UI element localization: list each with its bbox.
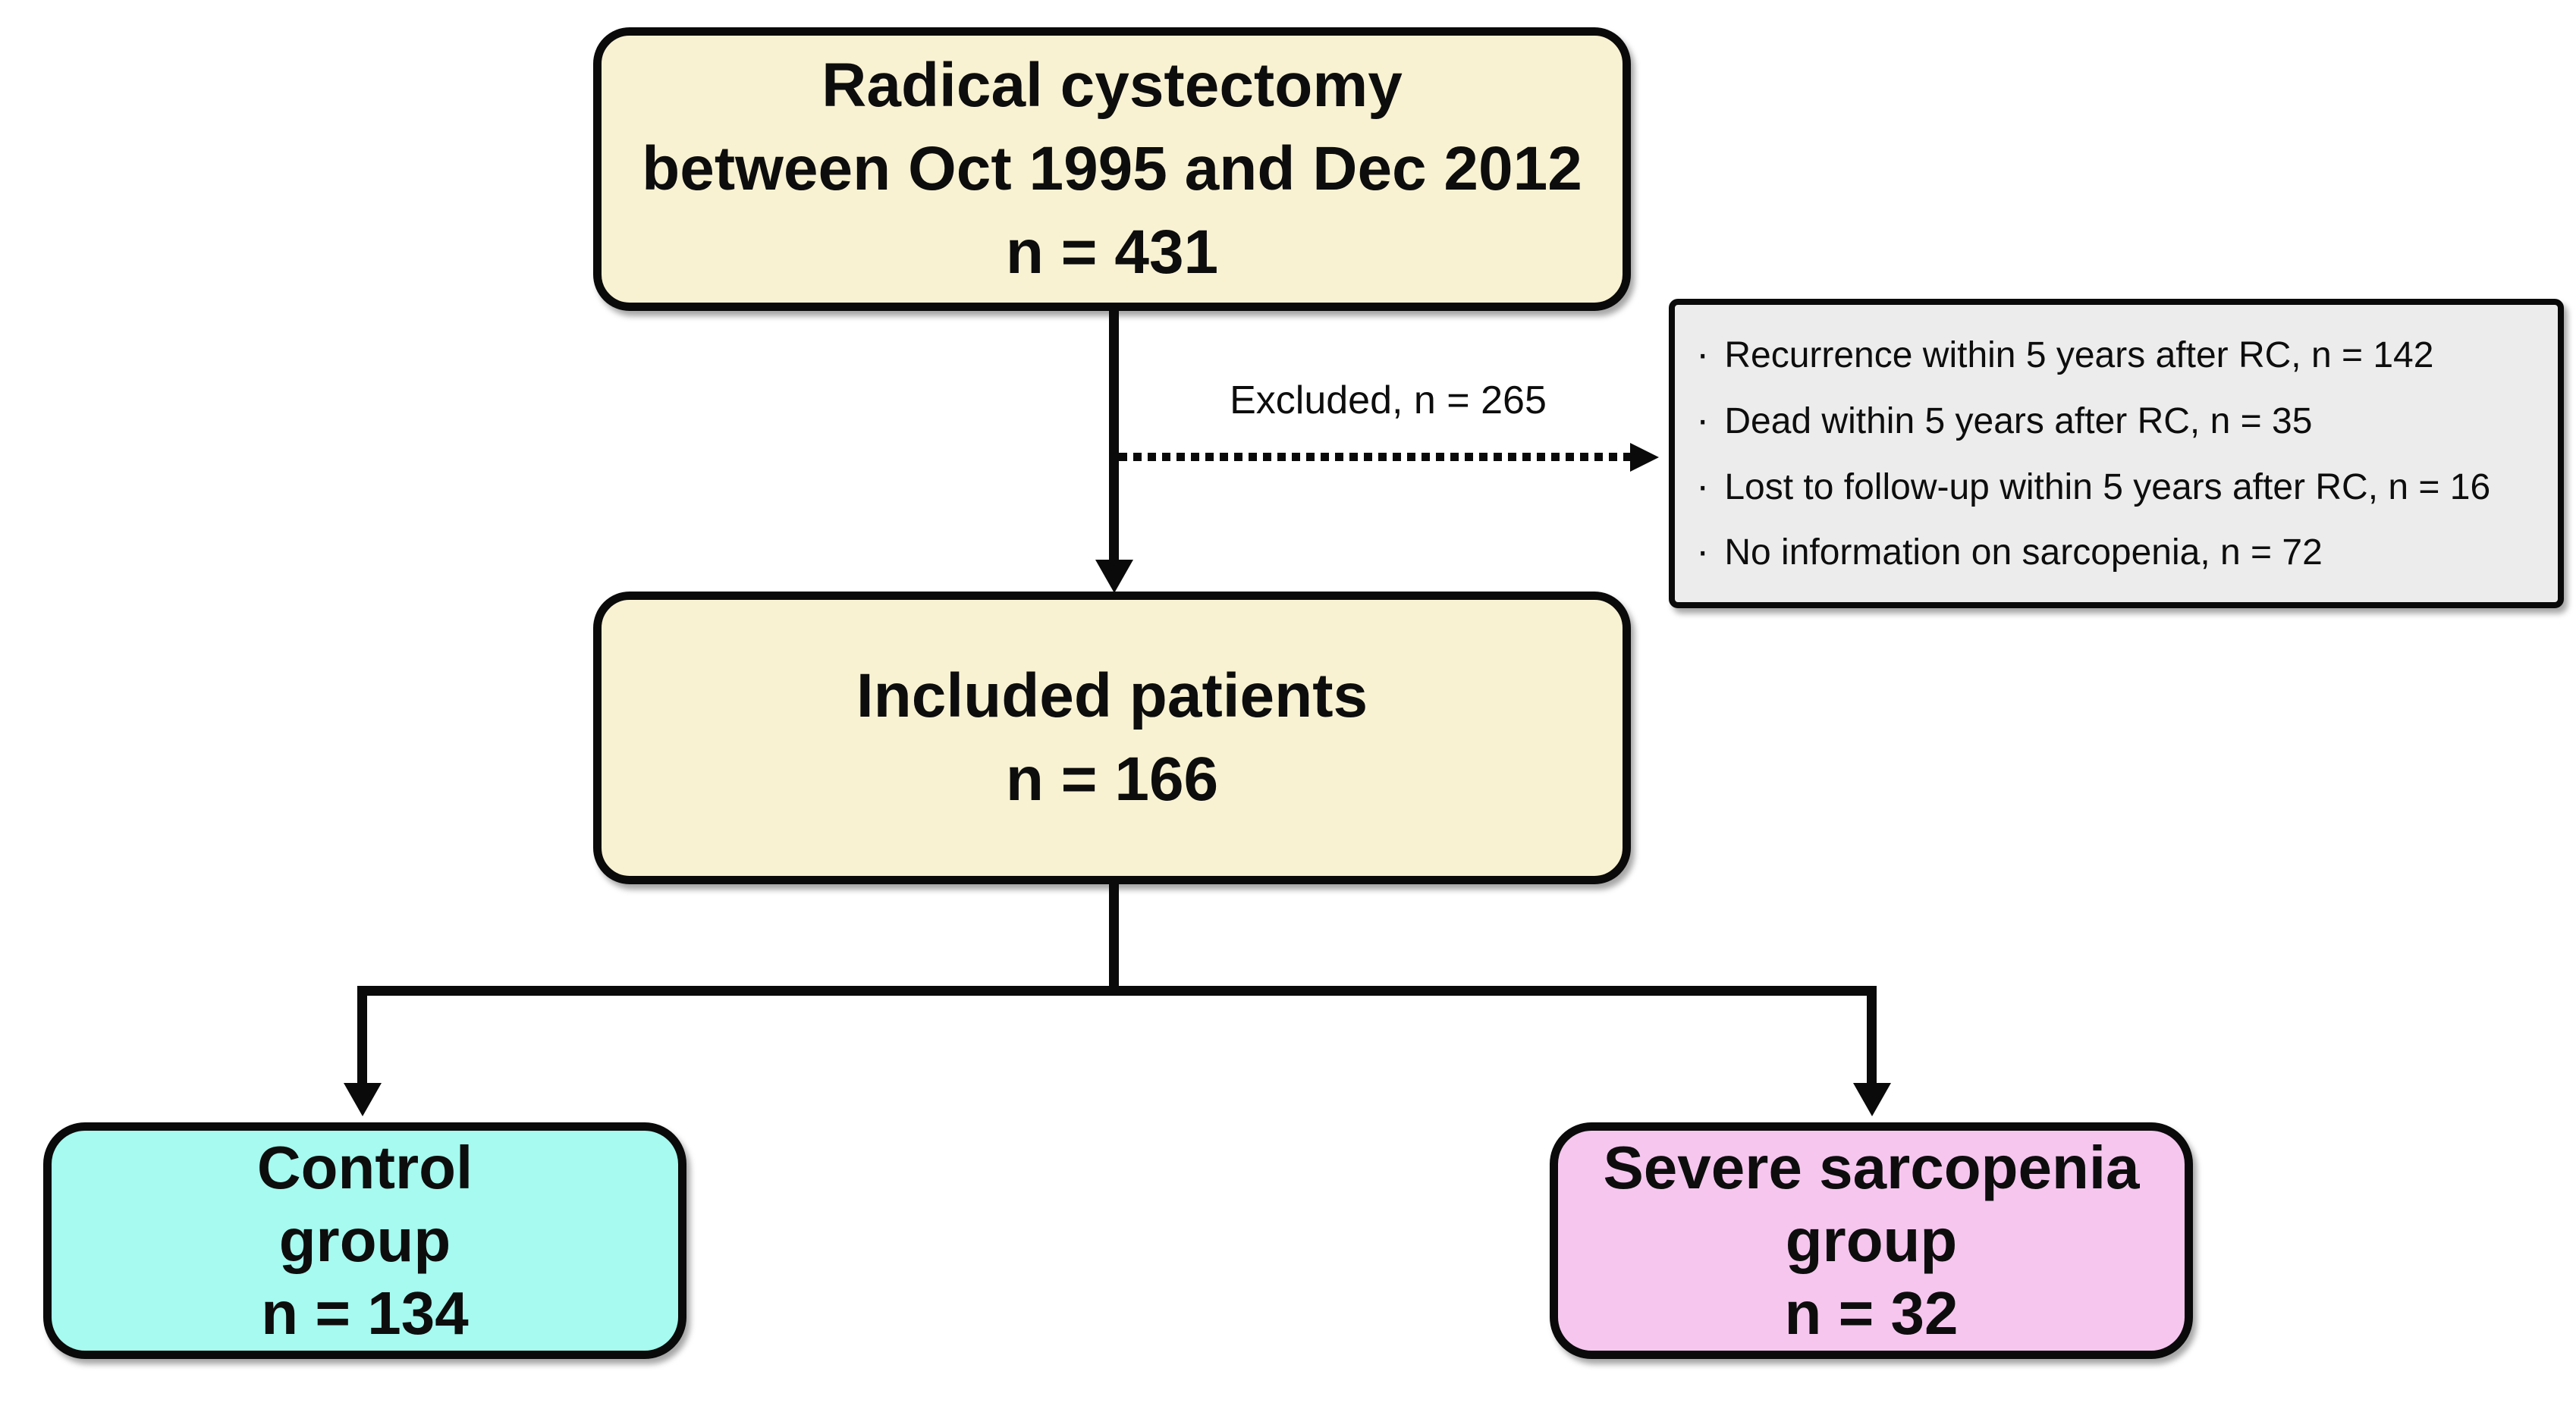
included-patients-box-line1: Included patients xyxy=(856,661,1368,731)
included-patients-box: Included patients n = 166 xyxy=(593,592,1631,884)
control-group-box-line2: group xyxy=(278,1207,451,1274)
exclusion-item: · No information on sarcopenia, n = 72 xyxy=(1696,530,2550,573)
bullet-icon: · xyxy=(1696,529,1710,574)
control-group-box-count: n = 134 xyxy=(261,1279,469,1347)
arrowhead-down-icon xyxy=(344,1083,382,1116)
radical-cystectomy-box-line1: Radical cystectomy xyxy=(821,51,1403,121)
bullet-icon: · xyxy=(1696,332,1710,377)
excluded-label: Excluded, n = 265 xyxy=(1230,378,1547,422)
control-group-box-line1: Control xyxy=(256,1134,473,1201)
severe-sarcopenia-box-line1: Severe sarcopenia xyxy=(1603,1134,2140,1201)
control-group-box: Control group n = 134 xyxy=(43,1122,686,1359)
arrowhead-down-icon xyxy=(1095,560,1133,593)
exclusion-item-text: Recurrence within 5 years after RC, n = … xyxy=(1724,335,2434,376)
branch-left-line xyxy=(357,986,367,1086)
excluded-dotted-arrow-line xyxy=(1119,453,1632,461)
branch-stem-line xyxy=(1109,884,1119,996)
arrow-top-to-included-line xyxy=(1109,309,1119,561)
arrowhead-down-icon xyxy=(1853,1083,1891,1116)
severe-sarcopenia-box-line2: group xyxy=(1785,1207,1958,1274)
severe-sarcopenia-group-box: Severe sarcopenia group n = 32 xyxy=(1550,1122,2193,1359)
branch-horizontal-line xyxy=(357,986,1877,996)
radical-cystectomy-box: Radical cystectomy between Oct 1995 and … xyxy=(593,27,1631,311)
exclusion-item-text: Dead within 5 years after RC, n = 35 xyxy=(1724,401,2313,442)
branch-right-line xyxy=(1867,986,1877,1086)
exclusion-item-text: Lost to follow-up within 5 years after R… xyxy=(1724,466,2491,507)
included-patients-box-count: n = 166 xyxy=(1005,745,1219,814)
radical-cystectomy-box-line2: between Oct 1995 and Dec 2012 xyxy=(642,134,1582,204)
bullet-icon: · xyxy=(1696,398,1710,443)
severe-sarcopenia-box-count: n = 32 xyxy=(1784,1279,1959,1347)
bullet-icon: · xyxy=(1696,463,1710,508)
radical-cystectomy-box-count: n = 431 xyxy=(1005,217,1219,287)
exclusion-item: · Lost to follow-up within 5 years after… xyxy=(1696,463,2550,508)
exclusion-reasons-box: · Recurrence within 5 years after RC, n … xyxy=(1669,299,2564,608)
exclusion-item-text: No information on sarcopenia, n = 72 xyxy=(1724,532,2323,573)
exclusion-item: · Dead within 5 years after RC, n = 35 xyxy=(1696,398,2550,443)
exclusion-item: · Recurrence within 5 years after RC, n … xyxy=(1696,333,2550,376)
arrowhead-right-icon xyxy=(1630,443,1659,472)
